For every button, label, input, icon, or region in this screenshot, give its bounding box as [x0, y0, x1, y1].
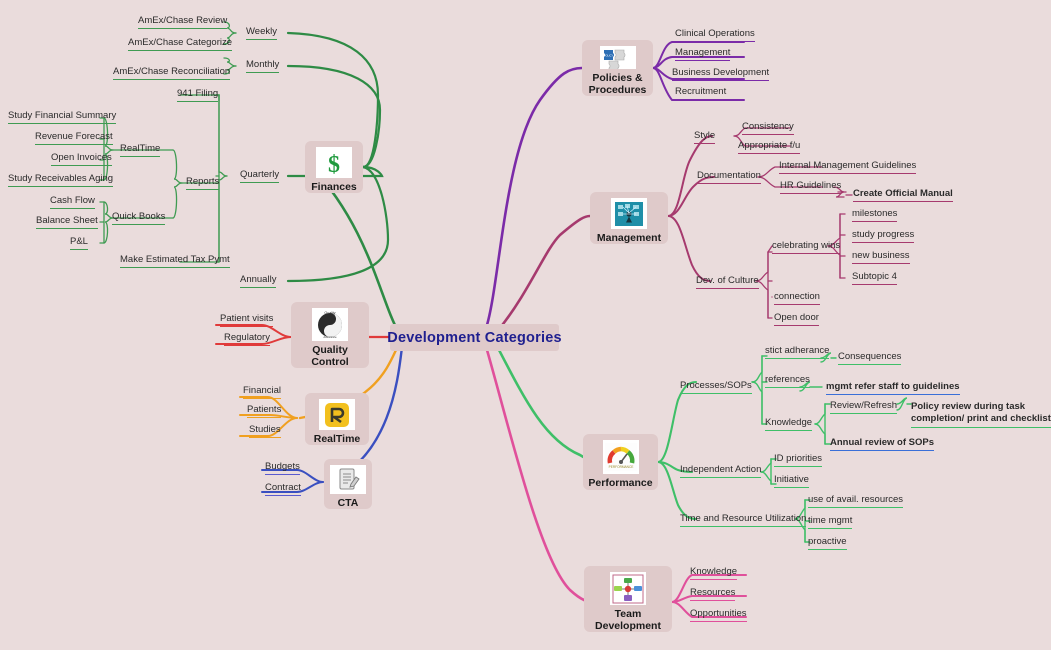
topic-initiative[interactable]: Initiative	[774, 474, 809, 488]
topic-dev-of-culture[interactable]: Dev. of Culture	[696, 275, 759, 289]
topic-annual-review-of-sops[interactable]: Annual review of SOPs	[830, 437, 934, 451]
root-label: Development Categories	[387, 329, 562, 346]
topic-941-filing[interactable]: 941 Filing	[177, 88, 219, 102]
topic-financial[interactable]: Financial	[243, 385, 282, 399]
topic-budgets[interactable]: Budgets	[265, 461, 300, 475]
topic-contract[interactable]: Contract	[265, 482, 301, 496]
topic-amex-chase-reconciliation[interactable]: AmEx/Chase Reconciliation	[113, 66, 231, 80]
topic-annually[interactable]: Annually	[240, 274, 277, 288]
topic-quick-books[interactable]: Quick Books	[112, 211, 166, 225]
topic-subtopic-4[interactable]: Subtopic 4	[852, 271, 897, 285]
topic-open-invoices[interactable]: Open Invoices	[51, 152, 112, 166]
branch-node-team-development[interactable]: Team Development	[584, 566, 672, 632]
topic-weekly[interactable]: Weekly	[246, 26, 277, 40]
topic-p-and-l[interactable]: P&L	[70, 236, 88, 250]
topic-monthly[interactable]: Monthly	[246, 59, 280, 73]
topic-patients[interactable]: Patients	[247, 404, 282, 418]
topic-realtime-reports[interactable]: RealTime	[120, 143, 161, 157]
branch-label-policies-procedures: Policies & Procedures	[588, 72, 647, 96]
topic-milestones[interactable]: milestones	[852, 208, 898, 222]
branch-label-management: Management	[596, 232, 662, 244]
topic-documentation[interactable]: Documentation	[697, 170, 761, 184]
management-network-icon	[611, 198, 647, 229]
topic-new-business[interactable]: new business	[852, 250, 910, 264]
topic-balance-sheet[interactable]: Balance Sheet	[36, 215, 98, 229]
topic-clinical-operations[interactable]: Clinical Operations	[675, 28, 755, 42]
branch-label-quality-control: Quality Control	[311, 344, 349, 368]
topic-study-progress[interactable]: study progress	[852, 229, 915, 243]
topic-cash-flow[interactable]: Cash Flow	[50, 195, 95, 209]
branch-node-realtime[interactable]: RealTime	[305, 393, 369, 445]
topic-id-priorities[interactable]: ID priorities	[774, 453, 823, 467]
topic-consequences[interactable]: Consequences	[838, 351, 902, 365]
branch-node-policies-procedures[interactable]: POLICY Policies & Procedures	[582, 40, 653, 96]
branch-node-performance[interactable]: PERFORMANCE Performance	[583, 434, 658, 490]
topic-references[interactable]: references	[765, 374, 810, 388]
realtime-r-logo-icon	[319, 399, 355, 430]
topic-appropriate-fu[interactable]: Appropriate f/u	[738, 140, 801, 154]
topic-stict-adherance[interactable]: stict adherance	[765, 345, 830, 359]
svg-text:Assurance: Assurance	[323, 335, 337, 339]
topic-proactive[interactable]: proactive	[808, 536, 847, 550]
topic-create-official-manual[interactable]: Create Official Manual	[853, 188, 953, 202]
svg-text:POLICY: POLICY	[603, 53, 613, 57]
svg-text:$: $	[328, 152, 340, 176]
topic-quarterly[interactable]: Quarterly	[240, 169, 280, 183]
puzzle-pieces-icon: POLICY	[599, 46, 636, 69]
branch-node-quality-control[interactable]: Quality Assurance Quality Control	[291, 302, 369, 368]
branch-label-team-development: Team Development	[595, 608, 661, 632]
topic-hr-guidelines[interactable]: HR Guidelines	[780, 180, 842, 194]
topic-opportunities[interactable]: Opportunities	[690, 608, 747, 622]
branch-node-cta[interactable]: CTA	[324, 459, 372, 509]
contract-document-icon	[330, 465, 366, 494]
topic-patient-visits[interactable]: Patient visits	[220, 313, 274, 327]
branch-label-cta: CTA	[337, 497, 359, 509]
topic-study-receivables-aging[interactable]: Study Receivables Aging	[8, 173, 114, 187]
branch-node-management[interactable]: Management	[590, 192, 668, 244]
branch-label-realtime: RealTime	[313, 433, 361, 445]
topic-resources[interactable]: Resources	[690, 587, 736, 601]
topic-time-mgmt[interactable]: time mgmt	[808, 515, 853, 529]
topic-make-estimated-tax-pymt[interactable]: Make Estimated Tax Pymt	[120, 254, 230, 268]
topic-mgmt-refer-staff-to-guidelines[interactable]: mgmt refer staff to guidelines	[826, 381, 960, 395]
topic-processes-sops[interactable]: Processes/SOPs	[680, 380, 752, 394]
branch-label-finances: Finances	[311, 181, 357, 193]
topic-knowledge-performance[interactable]: Knowledge	[765, 417, 813, 431]
root-node[interactable]: Development Categories	[387, 324, 562, 351]
topic-management-sub[interactable]: Management	[675, 47, 731, 61]
topic-amex-chase-categorize[interactable]: AmEx/Chase Categorize	[128, 37, 233, 51]
quality-seal-icon: Quality Assurance	[312, 308, 348, 341]
topic-recruitment[interactable]: Recruitment	[675, 86, 727, 100]
topic-revenue-forecast[interactable]: Revenue Forecast	[35, 131, 113, 145]
topic-studies[interactable]: Studies	[249, 424, 281, 438]
topic-celebrating-wins[interactable]: celebrating wins	[772, 240, 841, 254]
topic-regulatory[interactable]: Regulatory	[224, 332, 270, 346]
topic-consistency[interactable]: Consistency	[742, 121, 794, 135]
topic-time-and-resource-utilization[interactable]: Time and Resource Utilization	[680, 513, 807, 527]
topic-internal-management-guidelines[interactable]: Internal Management Guidelines	[779, 160, 917, 174]
dollar-sign-icon: $	[316, 147, 352, 178]
topic-connection[interactable]: connection	[774, 291, 820, 305]
svg-text:PERFORMANCE: PERFORMANCE	[608, 465, 633, 469]
topic-study-financial-summary[interactable]: Study Financial Summary	[8, 110, 117, 124]
topic-knowledge-team[interactable]: Knowledge	[690, 566, 738, 580]
topic-style[interactable]: Style	[694, 130, 716, 144]
topic-reports[interactable]: Reports	[186, 176, 220, 190]
topic-review-refresh[interactable]: Review/Refresh	[830, 400, 898, 414]
topic-amex-chase-review[interactable]: AmEx/Chase Review	[138, 15, 228, 29]
svg-text:Quality: Quality	[324, 311, 335, 315]
topic-business-development[interactable]: Business Development	[672, 67, 770, 81]
team-network-icon	[610, 572, 646, 605]
branch-node-finances[interactable]: $ Finances	[305, 141, 363, 193]
topic-use-of-avail-resources[interactable]: use of avail. resources	[808, 494, 904, 508]
topic-policy-review-task-completion[interactable]: Policy review during task completion/ pr…	[911, 401, 1051, 428]
branch-label-performance: Performance	[588, 477, 653, 489]
topic-open-door[interactable]: Open door	[774, 312, 819, 326]
topic-independent-action[interactable]: Independent Action	[680, 464, 762, 478]
performance-gauge-icon: PERFORMANCE	[602, 440, 639, 474]
